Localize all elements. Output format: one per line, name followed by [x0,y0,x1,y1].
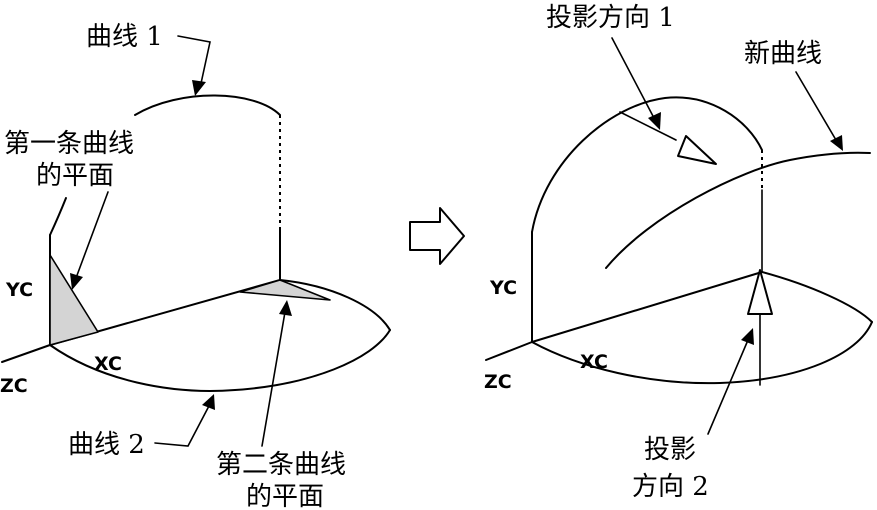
right-dir1-arrow-icon [619,111,717,165]
left-axis-yc-label: YC [5,279,33,301]
left-curve1-label: 曲线 1 [86,22,163,52]
right-dir2-label-line2: 方向 2 [632,472,709,502]
left-second-plane [239,279,331,301]
right-new-curve-leader [795,71,837,141]
left-plane1-arrowhead [70,273,83,290]
left-curve2-label: 曲线 2 [68,430,145,460]
right-axis-zc-label: ZC [484,371,512,393]
left-curve2 [49,329,391,392]
left-curve2-leader [154,403,211,447]
right-dir1-label: 投影方向 1 [546,3,675,33]
right-lower-arc [531,321,873,385]
right-dir1-arrowhead [648,112,661,130]
right-xc-axis-line [531,271,763,343]
left-figure: YC XC ZC 曲线 1 第一条曲线 的平面 曲线 2 第二条曲线 的平面 [0,22,391,510]
left-plane1-leader [75,191,109,279]
left-curve1 [134,94,281,116]
right-zc-axis [485,341,533,361]
left-curve1-leader [177,35,211,89]
left-yc-arc [49,197,67,236]
hollow-right-arrow-icon [409,207,465,265]
left-plane2-leader [261,311,286,447]
left-axis-zc-label: ZC [0,375,28,397]
right-dir2-label-line1: 投影 [644,435,696,465]
right-dir2-arrowhead [741,328,754,345]
right-dome-arc [531,96,763,233]
left-first-plane [49,254,99,346]
right-dir1-leader [611,37,655,119]
left-plane1-label-line2: 的平面 [36,161,114,191]
right-new-curve-label: 新曲线 [744,39,822,69]
left-curve1-arrowhead [192,80,206,96]
right-lower-back [761,271,873,323]
left-plane1-label-line1: 第一条曲线 [4,129,134,159]
left-zc-axis [1,344,51,363]
left-axis-xc-label: XC [94,353,122,375]
right-new-curve-arrowhead [830,135,843,151]
left-curve2-arrowhead [202,394,215,410]
right-dir2-leader [707,339,749,435]
right-dir2-arrow-icon [747,269,773,315]
right-figure: YC XC ZC 投影方向 1 新曲线 投影 方向 2 [484,3,873,502]
left-curve2-back [279,279,391,331]
right-axis-xc-label: XC [580,351,608,373]
left-plane2-label-line2: 的平面 [246,482,324,510]
left-plane2-label-line1: 第二条曲线 [216,450,346,480]
left-plane2-arrowhead [279,300,292,316]
right-axis-yc-label: YC [489,277,517,299]
right-new-curve [605,151,871,269]
